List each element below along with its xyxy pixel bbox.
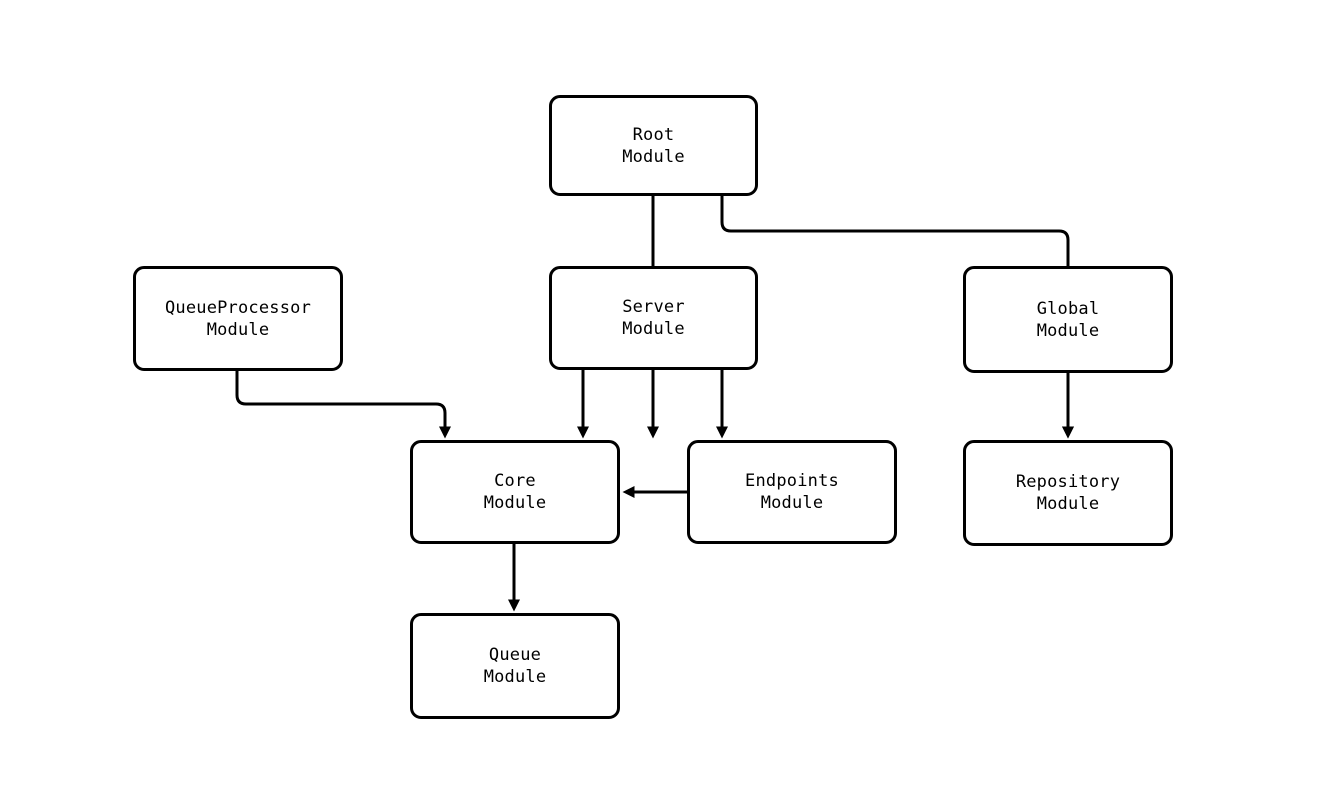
node-queueprocessor-module[interactable]: QueueProcessor Module [133, 266, 343, 371]
node-queue-module[interactable]: Queue Module [410, 613, 620, 719]
node-queue-module-title: Queue [488, 645, 542, 665]
node-endpoints-module-title: Endpoints [745, 471, 839, 491]
edge-queueprocessor-to-core [235, 371, 451, 439]
node-global-module-subtitle: Module [1036, 320, 1100, 341]
node-server-module-subtitle: Module [622, 319, 685, 339]
node-core-module-subtitle: Module [483, 493, 547, 513]
node-repository-module[interactable]: Repository Module [963, 440, 1173, 546]
node-root-module-title: Root [632, 124, 675, 145]
node-root-module-subtitle: Module [622, 146, 685, 167]
node-root-module[interactable]: Root Module [549, 95, 758, 196]
node-repository-module-title: Repository [1015, 472, 1121, 492]
node-core-module[interactable]: Core Module [410, 440, 620, 544]
node-server-module-title: Server [622, 297, 685, 317]
node-repository-module-subtitle: Module [1036, 494, 1100, 514]
node-endpoints-module[interactable]: Endpoints Module [687, 440, 897, 544]
node-global-module[interactable]: Global Module [963, 266, 1173, 373]
node-server-module[interactable]: Server Module [549, 266, 758, 370]
node-queueprocessor-module-title: QueueProcessor [164, 297, 312, 318]
node-queue-module-subtitle: Module [483, 667, 547, 687]
node-core-module-title: Core [494, 471, 536, 491]
node-endpoints-module-subtitle: Module [760, 493, 824, 513]
node-global-module-title: Global [1036, 298, 1100, 319]
node-queueprocessor-module-subtitle: Module [206, 319, 270, 340]
